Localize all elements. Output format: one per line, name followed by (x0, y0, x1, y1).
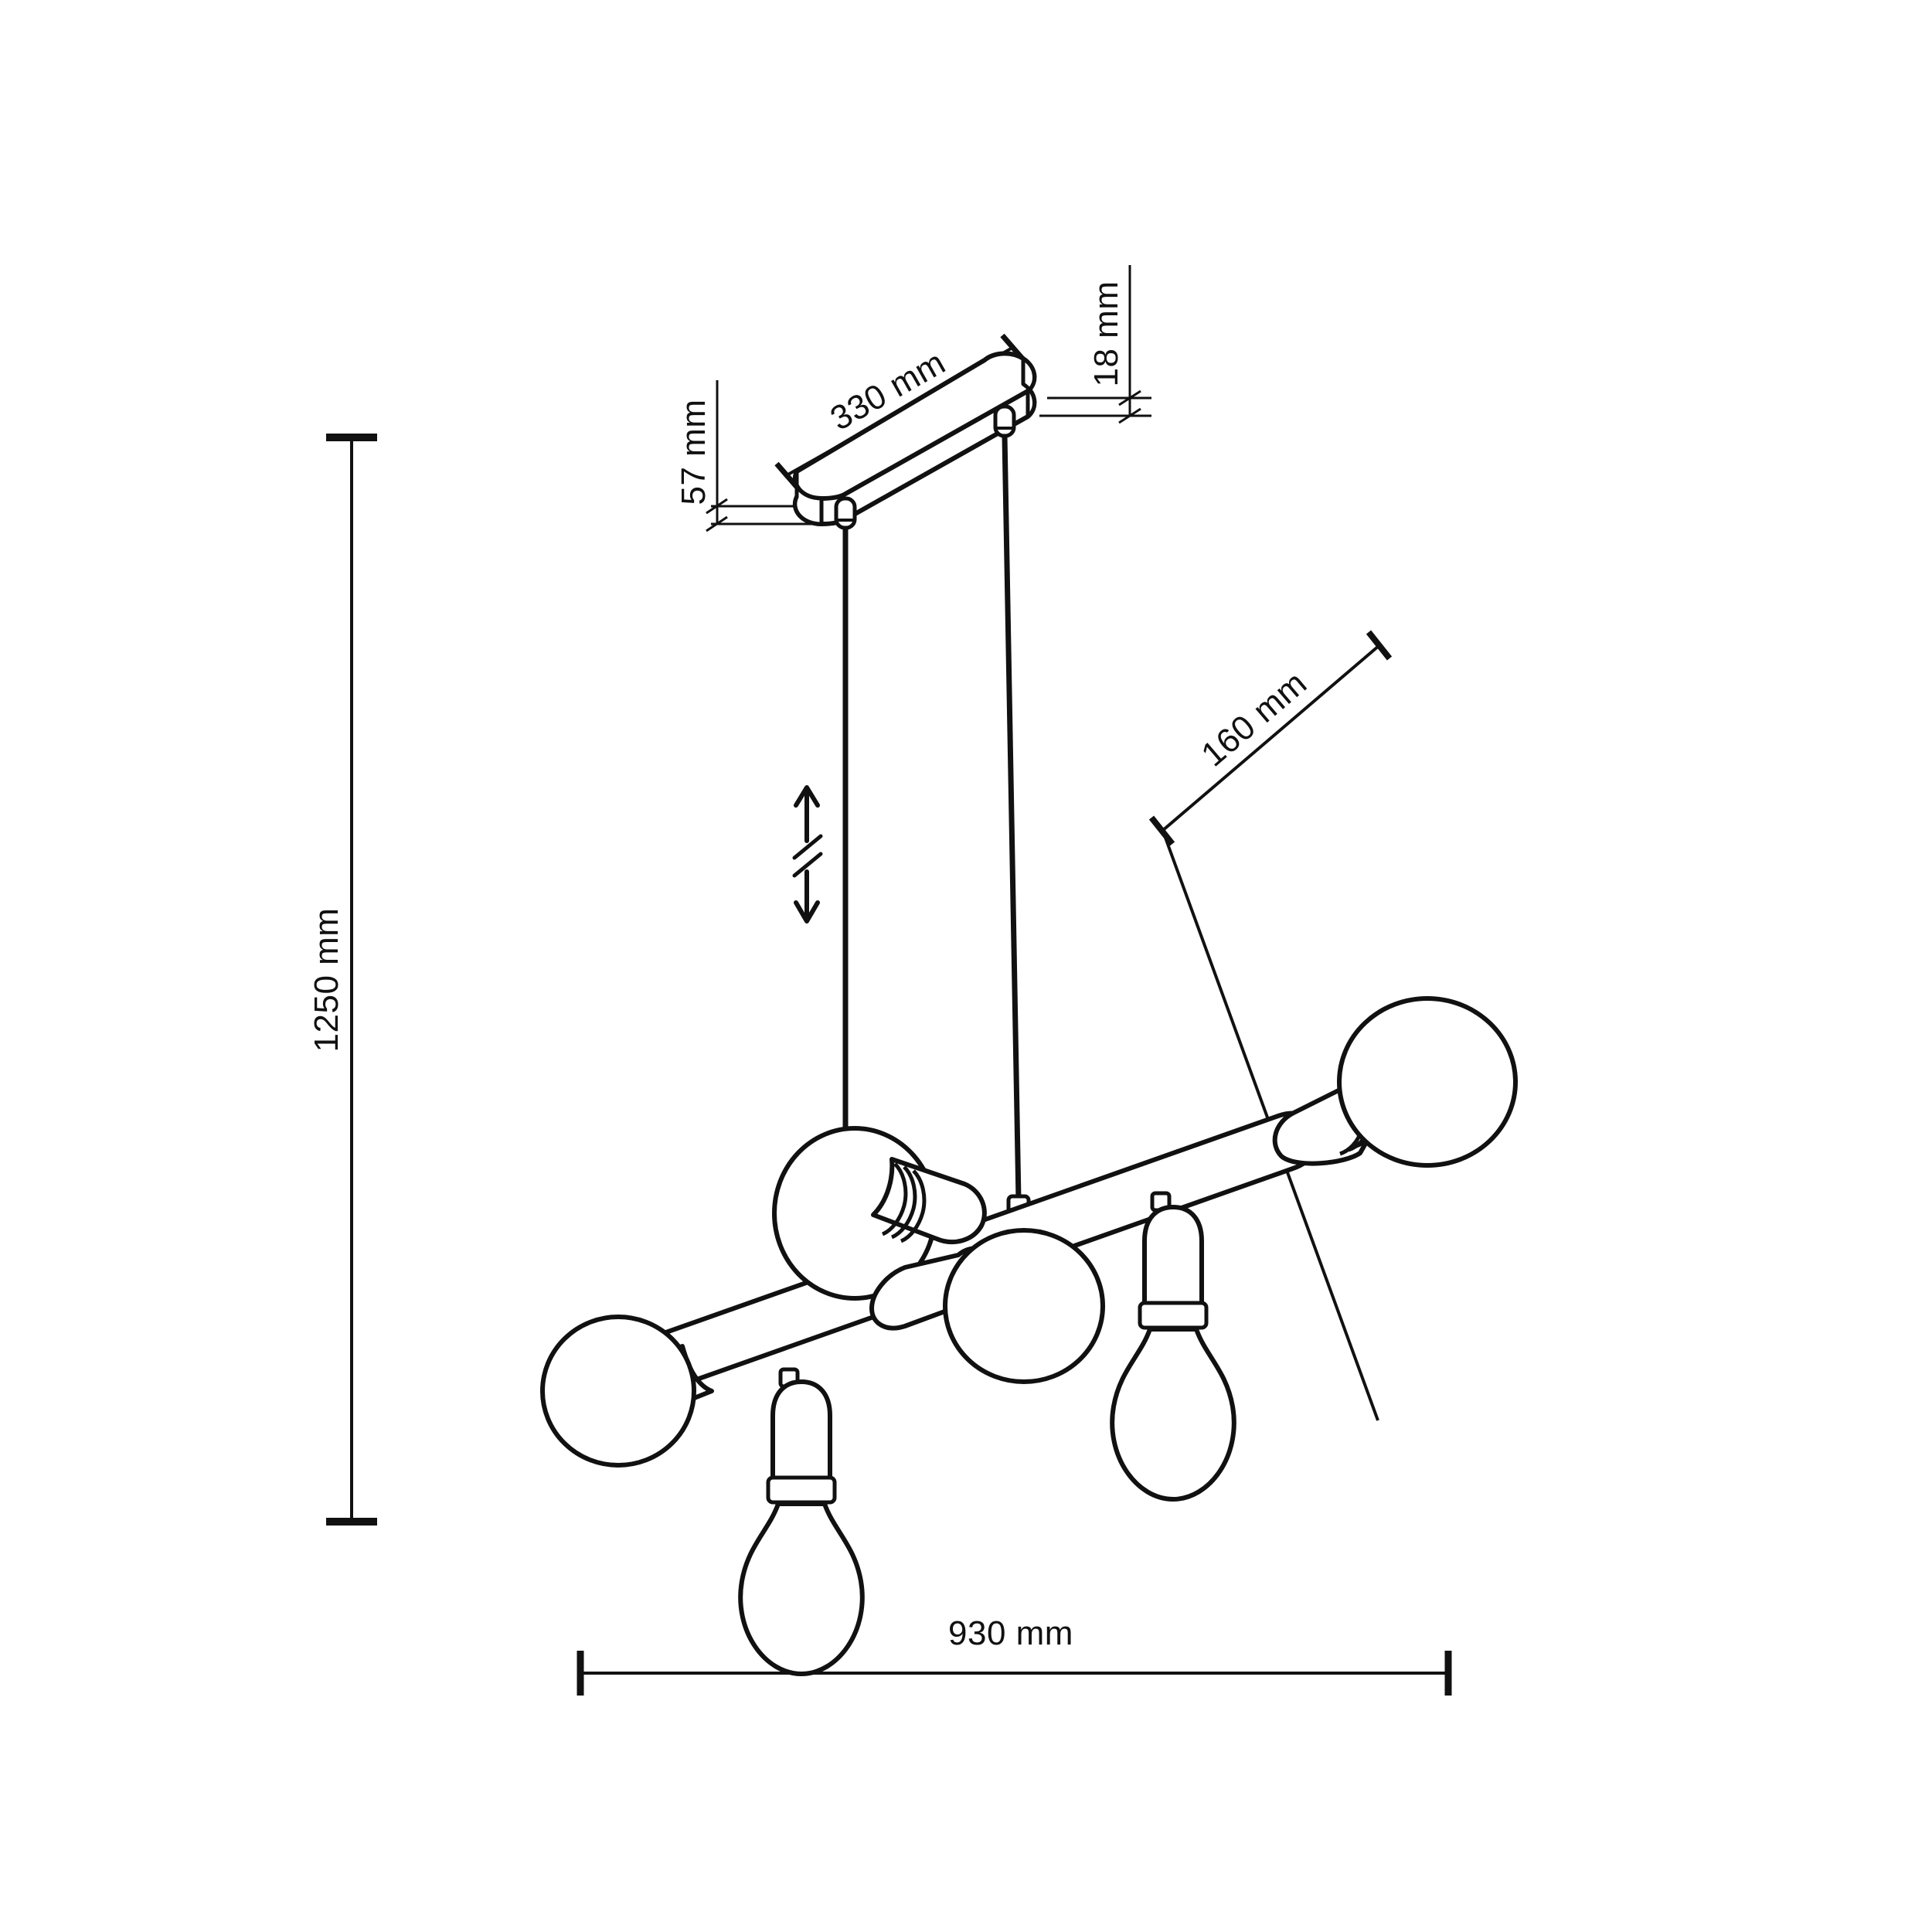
dimension-label-total-height: 1250 mm (308, 908, 345, 1053)
dimension-canopy-thickness (1039, 265, 1151, 424)
dimension-total-width (577, 1651, 1452, 1696)
dimension-label-arm-depth: 160 mm (1194, 664, 1314, 774)
adjustable-cable-length-icon (792, 785, 823, 923)
bulb-mid-down (869, 1228, 1105, 1384)
dimension-label-canopy-width: 57 mm (675, 400, 713, 505)
ceiling-canopy-plate (792, 351, 1037, 526)
bulb-far-left-side (540, 1315, 714, 1468)
dimension-arm-depth-line (1148, 630, 1393, 846)
bulb-left-down (738, 1367, 865, 1676)
suspension-cable-right (1002, 435, 1022, 1201)
bulb-right-down (1110, 1191, 1236, 1502)
bulb-far-right-side (1272, 996, 1518, 1168)
dimension-total-height (326, 434, 377, 1526)
bulb-mid-left-side (772, 1126, 987, 1301)
dimension-label-canopy-thickness: 18 mm (1087, 281, 1125, 387)
canopy-cable-outlet-left (834, 496, 857, 530)
canopy-cable-outlet-right (993, 404, 1016, 438)
dimension-label-total-width: 930 mm (948, 1614, 1073, 1652)
